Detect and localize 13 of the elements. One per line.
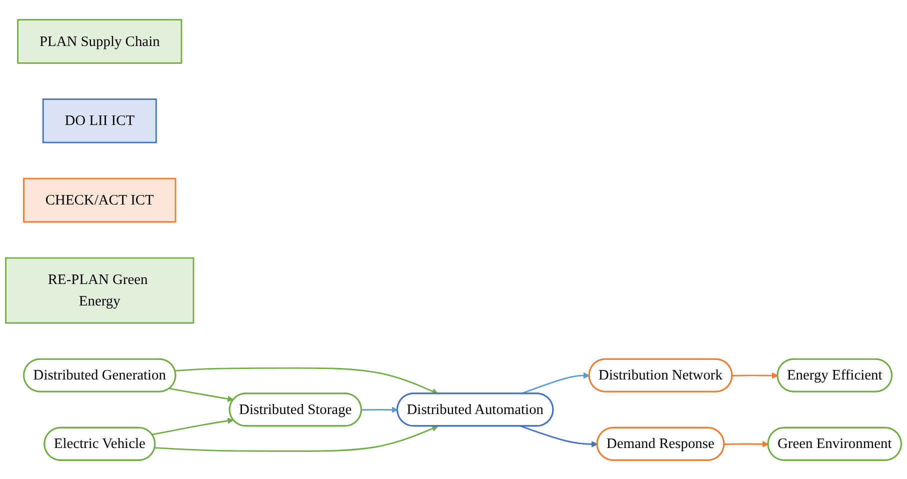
- node-box: [42, 98, 157, 143]
- node-box: [23, 177, 176, 222]
- node-box: [5, 256, 194, 324]
- arrow: [362, 406, 398, 413]
- arrow: [175, 366, 438, 394]
- flow-diagram: PLAN Supply Chain DO LII ICT CHECK/ACT ICT RE-PLAN Green Energy Distributed Generation Distributed Storage Electric Vehicle Distributed Automation Distribution Network Energy Efficient Demand Response Green Environment: [0, 14, 907, 466]
- arrow: [152, 417, 234, 435]
- arrow: [520, 425, 598, 447]
- node-box: [17, 18, 182, 64]
- arrow: [732, 372, 778, 378]
- arrow: [169, 387, 234, 402]
- arrow: [724, 440, 769, 447]
- arrow: [154, 425, 438, 452]
